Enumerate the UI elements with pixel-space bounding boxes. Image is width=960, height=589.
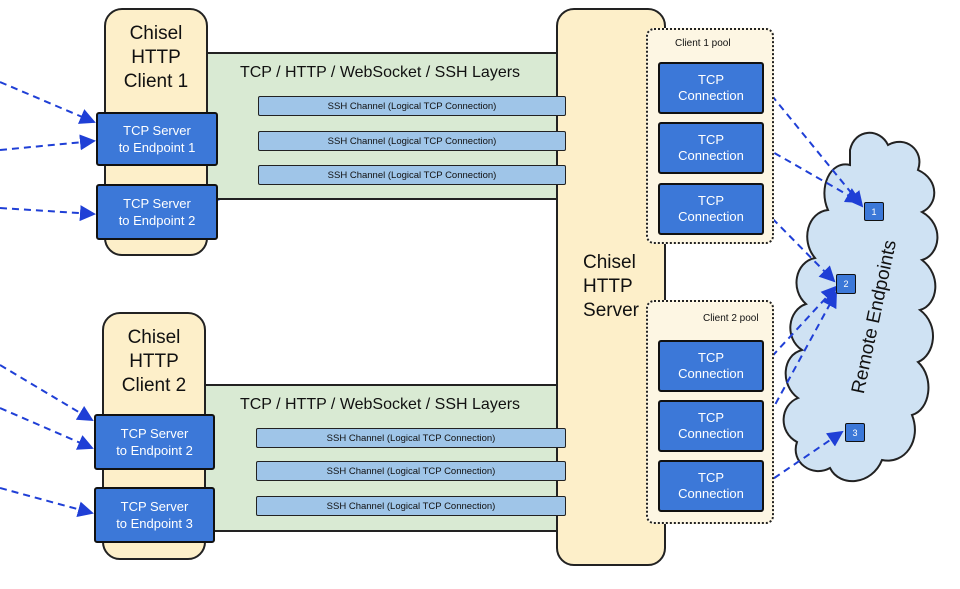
ssh-channel: SSH Channel (Logical TCP Connection)	[256, 496, 566, 516]
tcp-server-label: TCP Server to Endpoint 2	[118, 196, 196, 228]
ssh-channel-label: SSH Channel (Logical TCP Connection)	[326, 465, 496, 477]
layers-label-2: TCP / HTTP / WebSocket / SSH Layers	[239, 396, 521, 413]
tcp-server-endpoint-3: TCP Server to Endpoint 3	[94, 487, 215, 543]
endpoint-2-label: 2	[843, 279, 849, 289]
client-2-pool-label: Client 2 pool	[703, 313, 759, 324]
remote-endpoints-cloud	[782, 131, 939, 483]
remote-endpoint-1: 1	[864, 202, 884, 221]
ssh-channel: SSH Channel (Logical TCP Connection)	[258, 96, 566, 116]
client-1-title: Chisel HTTP Client 1	[123, 23, 189, 92]
ssh-channel: SSH Channel (Logical TCP Connection)	[258, 131, 566, 151]
ssh-channel-label: SSH Channel (Logical TCP Connection)	[326, 500, 496, 512]
tcp-server-label: TCP Server to Endpoint 3	[116, 499, 193, 531]
tcp-connection-label: TCP Connection	[678, 72, 744, 103]
tcp-connection: TCP Connection	[658, 340, 764, 392]
ssh-channel-label: SSH Channel (Logical TCP Connection)	[326, 432, 496, 444]
tcp-connection-label: TCP Connection	[678, 410, 744, 441]
client-2-title: Chisel HTTP Client 2	[121, 327, 187, 396]
ssh-channel-label: SSH Channel (Logical TCP Connection)	[327, 100, 497, 112]
tcp-connection-label: TCP Connection	[678, 132, 744, 163]
tcp-connection-label: TCP Connection	[678, 350, 744, 381]
tcp-connection: TCP Connection	[658, 400, 764, 452]
server-title: Chisel HTTP Server	[583, 252, 639, 321]
tcp-connection: TCP Connection	[658, 62, 764, 114]
tcp-server-label: TCP Server to Endpoint 2	[116, 426, 193, 458]
tcp-connection-label: TCP Connection	[678, 470, 744, 501]
ssh-channel-label: SSH Channel (Logical TCP Connection)	[327, 135, 497, 147]
tcp-connection: TCP Connection	[658, 460, 764, 512]
ssh-channel: SSH Channel (Logical TCP Connection)	[258, 165, 566, 185]
ssh-channel-label: SSH Channel (Logical TCP Connection)	[327, 169, 497, 181]
ssh-channel: SSH Channel (Logical TCP Connection)	[256, 428, 566, 448]
tcp-connection: TCP Connection	[658, 122, 764, 174]
tcp-server-label: TCP Server to Endpoint 1	[118, 123, 196, 155]
tcp-connection: TCP Connection	[658, 183, 764, 235]
remote-endpoint-3: 3	[845, 423, 865, 442]
endpoint-3-label: 3	[852, 427, 858, 438]
tcp-connection-label: TCP Connection	[678, 193, 744, 224]
endpoint-1-label: 1	[871, 206, 877, 217]
client-1-pool-label: Client 1 pool	[675, 38, 731, 49]
tcp-server-endpoint-2: TCP Server to Endpoint 2	[96, 184, 218, 240]
remote-endpoint-2: 2	[836, 274, 856, 294]
layers-label-1: TCP / HTTP / WebSocket / SSH Layers	[239, 64, 521, 81]
tcp-server-endpoint-2b: TCP Server to Endpoint 2	[94, 414, 215, 470]
ssh-channel: SSH Channel (Logical TCP Connection)	[256, 461, 566, 481]
tcp-server-endpoint-1: TCP Server to Endpoint 1	[96, 112, 218, 166]
